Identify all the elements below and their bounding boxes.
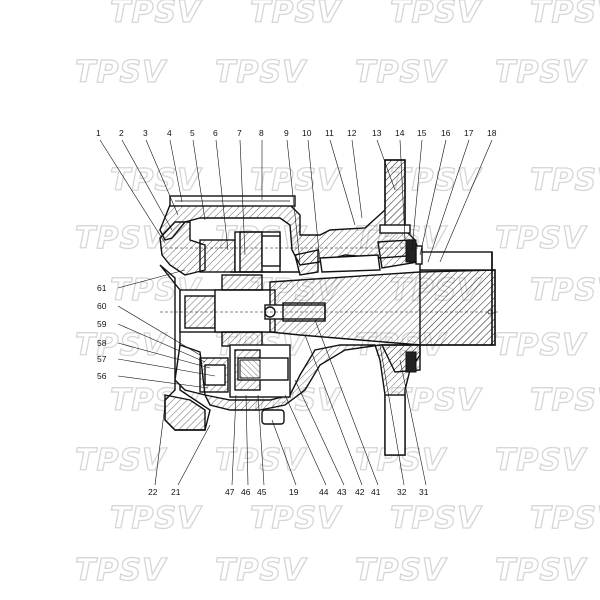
watermark-text: TPSV [530,0,600,30]
callout-3: 3 [143,128,148,138]
watermark-text: TPSV [530,501,600,536]
callout-12: 12 [347,128,357,138]
callout-42: 42 [355,487,365,497]
watermark-text: TPSV [75,221,168,256]
callout-47: 47 [225,487,235,497]
watermark-text: TPSV [355,55,448,90]
callout-43: 43 [337,487,347,497]
callout-59: 59 [97,319,107,329]
callout-31: 31 [419,487,429,497]
callout-56: 56 [97,371,107,381]
left-cover [159,221,206,276]
watermark-text: TPSV [250,0,343,30]
callout-5: 5 [190,128,195,138]
callout-60: 60 [97,301,107,311]
callout-46: 46 [241,487,251,497]
watermark-text: TPSV [215,443,308,478]
callout-4: 4 [167,128,172,138]
watermark-text: TPSV [75,553,168,588]
callout-41: 41 [371,487,381,497]
callout-58: 58 [97,338,107,348]
callout-17: 17 [464,128,474,138]
callouts-top: 1 2 3 4 5 6 7 8 9 10 11 12 13 14 15 16 1… [96,128,497,138]
watermark-text: TPSV [495,221,588,256]
callout-1: 1 [96,128,101,138]
callout-11: 11 [325,128,334,138]
callout-15: 15 [417,128,427,138]
upper-gear [199,239,236,273]
watermark-text: TPSV [355,553,448,588]
callout-44: 44 [319,487,329,497]
watermark-text: TPSV [110,163,203,198]
callout-22: 22 [148,487,158,497]
watermark-text: TPSV [250,501,343,536]
watermark-text: TPSV [495,328,588,363]
callout-16: 16 [441,128,451,138]
callout-57: 57 [97,354,107,364]
callout-32: 32 [397,487,407,497]
gearbox-section-view [159,159,500,456]
watermark-text: TPSV [495,553,588,588]
callout-2: 2 [119,128,124,138]
watermark-text: TPSV [530,273,600,308]
callout-18: 18 [487,128,497,138]
callout-13: 13 [372,128,382,138]
watermark-text: TPSV [215,55,308,90]
watermark-text: TPSV [495,55,588,90]
lower-pocket [174,344,206,396]
callout-9: 9 [284,128,289,138]
shaft-end [419,251,493,271]
callout-6: 6 [213,128,218,138]
callout-14: 14 [395,128,405,138]
callouts-bottom: 22 21 47 46 45 19 44 43 42 41 32 31 [148,487,429,497]
callouts-left: 61 60 59 58 57 56 [97,283,107,381]
watermark-text: TPSV [250,163,343,198]
watermark-text: TPSV [110,501,203,536]
callout-61: 61 [97,283,107,293]
callout-21: 21 [171,487,181,497]
callout-10: 10 [302,128,312,138]
callout-7: 7 [237,128,242,138]
watermark-text: TPSV [215,553,308,588]
watermark-text: TPSV [530,163,600,198]
drain-plug [261,409,285,425]
watermark-text: TPSV [75,443,168,478]
callout-19: 19 [289,487,299,497]
watermark-text: TPSV [110,0,203,30]
watermark-text: TPSV [495,443,588,478]
bearing-upper [294,249,319,276]
watermark-text: TPSV [530,383,600,418]
callout-8: 8 [259,128,264,138]
watermark-text: TPSV [390,0,483,30]
callout-45: 45 [257,487,267,497]
leader-lines [99,139,493,486]
watermark-text: TPSV [75,55,168,90]
watermark-text: TPSV [75,328,168,363]
watermark-text: TPSV [390,501,483,536]
